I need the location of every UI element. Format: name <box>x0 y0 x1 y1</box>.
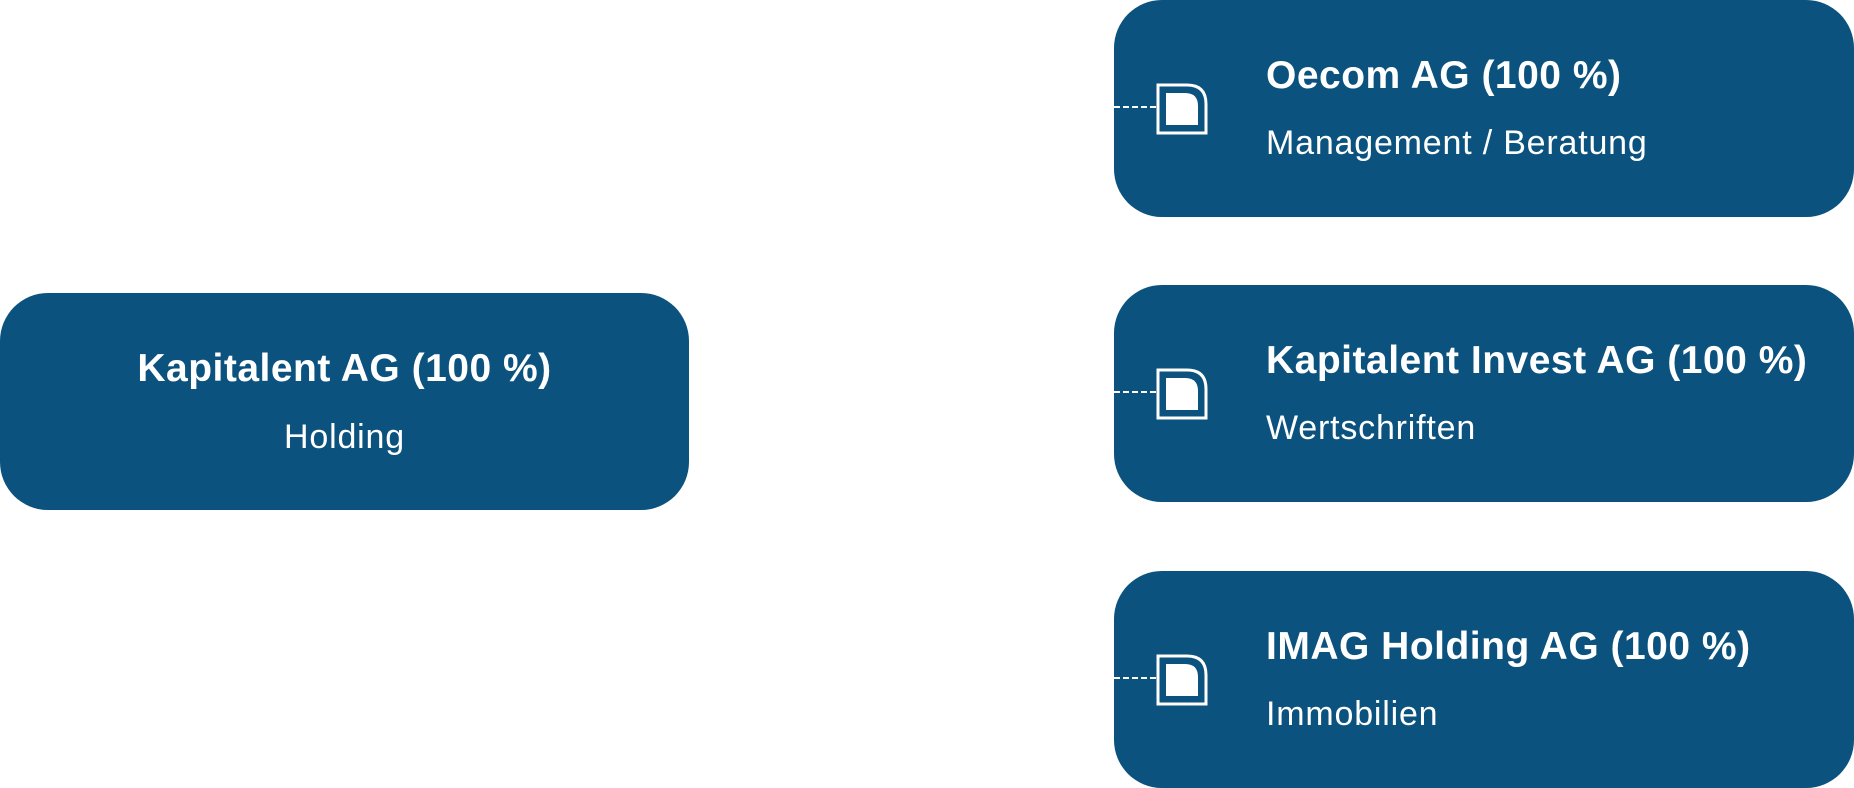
subsidiary-node-oecom: Oecom AG (100 %) Management / Beratung <box>1114 0 1854 217</box>
subsidiary-name: Kapitalent Invest AG (100 %) <box>1266 339 1808 382</box>
subsidiary-node-kapitalent-invest: Kapitalent Invest AG (100 %) Wertschrift… <box>1114 285 1854 502</box>
dashed-connector <box>1114 391 1156 393</box>
document-icon <box>1156 83 1208 135</box>
subsidiary-name: Oecom AG (100 %) <box>1266 54 1622 97</box>
document-icon <box>1156 368 1208 420</box>
parent-company-role: Holding <box>284 418 405 456</box>
subsidiary-role: Wertschriften <box>1266 409 1477 447</box>
subsidiary-name: IMAG Holding AG (100 %) <box>1266 625 1751 668</box>
subsidiary-role: Management / Beratung <box>1266 124 1648 162</box>
dashed-connector <box>1114 106 1156 108</box>
dashed-connector <box>1114 677 1156 679</box>
parent-company-node: Kapitalent AG (100 %) Holding <box>0 293 689 510</box>
subsidiary-node-imag-holding: IMAG Holding AG (100 %) Immobilien <box>1114 571 1854 788</box>
parent-company-name: Kapitalent AG (100 %) <box>137 347 552 390</box>
subsidiary-role: Immobilien <box>1266 695 1439 733</box>
document-icon <box>1156 654 1208 706</box>
